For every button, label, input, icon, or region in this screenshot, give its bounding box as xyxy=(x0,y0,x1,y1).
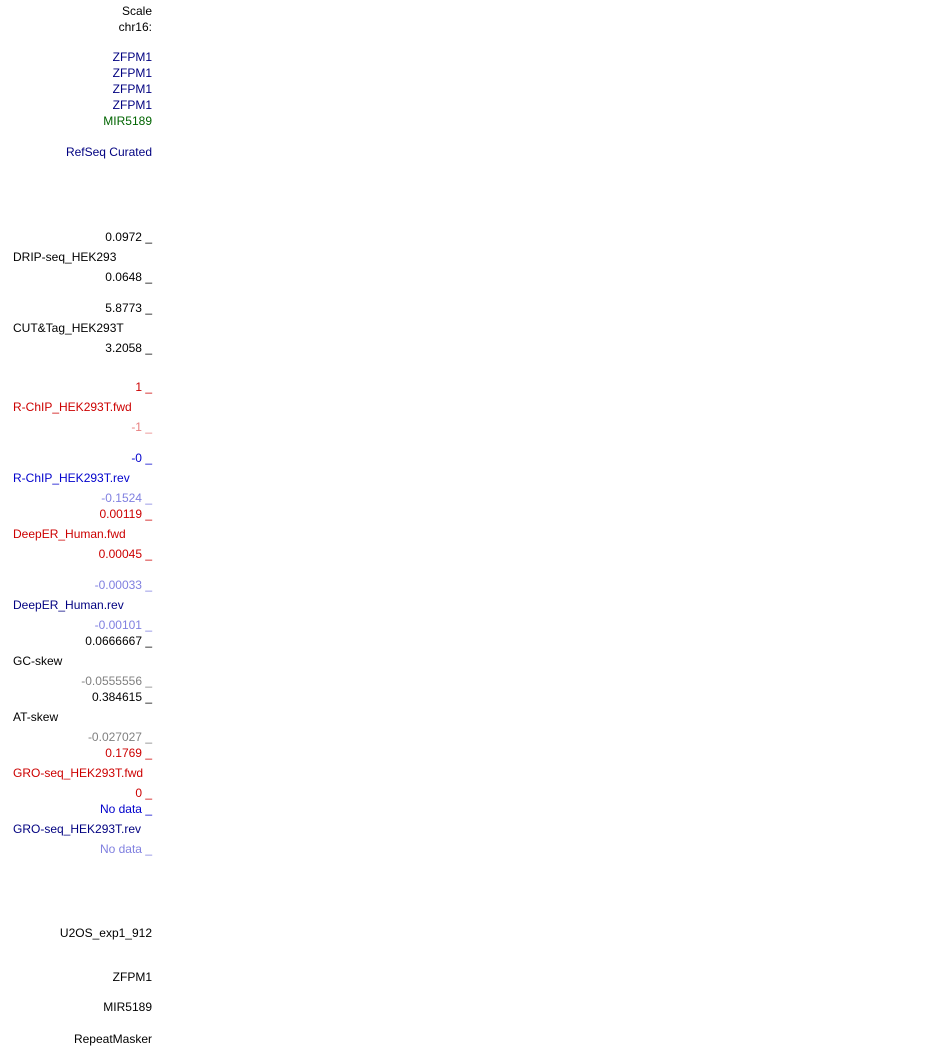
gene-label-zfpm1-4[interactable]: ZFPM1 xyxy=(112,98,152,112)
repeatmasker-track-name[interactable]: RepeatMasker xyxy=(73,1032,152,1046)
u2os-track-name[interactable]: U2OS_exp1_912 xyxy=(59,926,152,940)
drip-max-value: 0.0972 _ xyxy=(105,230,152,244)
deeper-rev-max-value: -0.00033 _ xyxy=(94,578,152,592)
refseq-track-title[interactable]: RefSeq Curated xyxy=(65,145,152,159)
chromosome-label: chr16: xyxy=(118,20,152,34)
gro-fwd-track-name[interactable]: GRO-seq_HEK293T.fwd xyxy=(13,766,144,780)
rchip-rev-min-value: -0.1524 _ xyxy=(101,491,152,505)
gene-label-zfpm1-2[interactable]: ZFPM1 xyxy=(112,66,152,80)
rchip-rev-track-name[interactable]: R-ChIP_HEK293T.rev xyxy=(13,471,130,485)
gro-rev-max-value: No data _ xyxy=(99,802,152,816)
rchip-fwd-min-value: -1 _ xyxy=(131,420,152,434)
track-label-panel: Scale chr16: ZFPM1 ZFPM1 ZFPM1 ZFPM1 MIR… xyxy=(0,0,160,1048)
track-image-area[interactable] xyxy=(160,0,950,1048)
rchip-rev-max-value: -0 _ xyxy=(131,451,152,465)
gene-label-zfpm1-1[interactable]: ZFPM1 xyxy=(112,50,152,64)
gc-skew-min-value: -0.0555556 _ xyxy=(81,674,152,688)
gc-skew-max-value: 0.0666667 _ xyxy=(85,634,152,648)
drip-track-name[interactable]: DRIP-seq_HEK293 xyxy=(13,250,117,264)
deeper-fwd-min-value: 0.00045 _ xyxy=(98,547,152,561)
rchip-fwd-track-name[interactable]: R-ChIP_HEK293T.fwd xyxy=(13,400,132,414)
at-skew-min-value: -0.027027 _ xyxy=(87,730,152,744)
gro-rev-track-name[interactable]: GRO-seq_HEK293T.rev xyxy=(13,822,142,836)
scale-label: Scale xyxy=(121,4,152,18)
deeper-fwd-track-name[interactable]: DeepER_Human.fwd xyxy=(13,527,126,541)
cuttag-track-name[interactable]: CUT&Tag_HEK293T xyxy=(13,321,124,335)
deeper-rev-track-name[interactable]: DeepER_Human.rev xyxy=(13,598,124,612)
at-skew-max-value: 0.384615 _ xyxy=(91,690,152,704)
zfpm1-track-name[interactable]: ZFPM1 xyxy=(112,970,152,984)
rchip-fwd-max-value: 1 _ xyxy=(135,380,152,394)
drip-min-value: 0.0648 _ xyxy=(105,270,152,284)
at-skew-track-name[interactable]: AT-skew xyxy=(13,710,59,724)
gro-fwd-max-value: 0.1769 _ xyxy=(105,746,152,760)
deeper-rev-min-value: -0.00101 _ xyxy=(94,618,152,632)
deeper-fwd-max-value: 0.00119 _ xyxy=(99,507,153,521)
cuttag-min-value: 3.2058 _ xyxy=(105,341,152,355)
gene-label-zfpm1-3[interactable]: ZFPM1 xyxy=(112,82,152,96)
gc-skew-track-name[interactable]: GC-skew xyxy=(13,654,63,668)
gro-fwd-min-value: 0 _ xyxy=(135,786,152,800)
gro-rev-min-value: No data _ xyxy=(99,842,152,856)
cuttag-max-value: 5.8773 _ xyxy=(105,301,152,315)
gene-label-mir5189[interactable]: MIR5189 xyxy=(103,114,152,128)
mir5189-track-name[interactable]: MIR5189 xyxy=(103,1000,152,1014)
